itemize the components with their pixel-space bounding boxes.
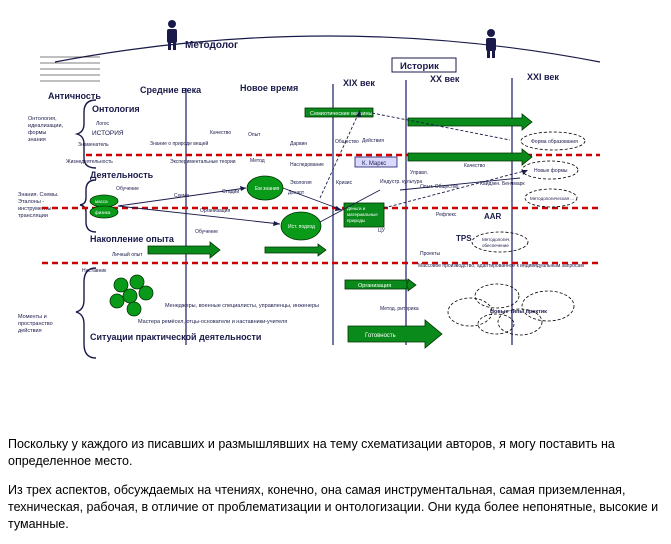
aar-label: AAR — [484, 212, 502, 221]
methods-label: Ист. подход — [288, 224, 315, 230]
svg-text:Обучение: Обучение — [116, 186, 139, 192]
person-icon — [167, 20, 177, 50]
nasled-label: Наследование — [290, 162, 324, 168]
person-icon — [486, 29, 496, 58]
methodol-support-label: Методологич. обеспечение — [482, 237, 512, 248]
schematization-diagram: Методолог Античность Средние века Новое … — [18, 20, 601, 359]
experience-arrow — [147, 241, 221, 259]
organization-box — [344, 279, 408, 290]
epoch-19th: XIX век — [343, 78, 375, 88]
epoch-21st: XXI век — [527, 72, 559, 82]
svg-text:Знание о природе вещей: Знание о природе вещей — [150, 140, 208, 147]
new-forms-label: Новые формы — [534, 168, 568, 174]
historian-box — [391, 57, 457, 73]
methodologist-arc — [54, 35, 601, 63]
svg-text:Схема: Схема — [174, 193, 189, 199]
masses-label: масса — [95, 199, 108, 204]
connector-arrows — [117, 109, 529, 225]
quality-label: Качество — [464, 163, 485, 169]
forms-education-ellipse — [520, 131, 586, 151]
ecology-label: Экология — [290, 180, 312, 186]
k-marx-box — [354, 156, 398, 168]
svg-text:Действия: Действия — [362, 137, 384, 144]
organization-label: Организация — [358, 283, 391, 289]
methodologist-figure: Методолог — [54, 20, 601, 63]
arrow-heads — [240, 110, 528, 226]
left-label-situations: Моменты и пространство действия — [18, 314, 54, 334]
green-arrow — [407, 148, 533, 166]
svg-text:Организация: Организация — [200, 208, 230, 214]
methodological-ellipse — [524, 188, 578, 208]
svg-text:Наставник: Наставник — [82, 268, 107, 274]
reflex-label: Рефлекс — [436, 212, 457, 218]
methodologist-label: Методолог — [185, 40, 238, 51]
svg-text:Качество: Качество — [210, 130, 231, 136]
kaizen-label: Кайдзен. Бенчмарк — [480, 180, 525, 187]
bracket-tools — [79, 179, 97, 233]
historian-figure — [486, 29, 496, 58]
metodolog-rhetoric-label: Метод. риторика — [380, 306, 419, 312]
row-title-situations: Ситуации практической деятельности — [90, 332, 261, 342]
svg-text:Проекты: Проекты — [420, 251, 440, 257]
green-arrow — [407, 113, 533, 131]
bracket-situations — [75, 267, 97, 359]
schema-knowledge-label: Ем знания — [255, 186, 280, 192]
svg-text:Знаменатель: Знаменатель — [78, 142, 109, 148]
industry-label: Индустр. культура — [380, 179, 422, 185]
epoch-middle-ages: Средние века — [140, 85, 202, 95]
svg-text:Опыт: Опыт — [248, 132, 261, 138]
svg-text:Метод: Метод — [250, 158, 265, 164]
row-title-experience: Накопление опыта — [90, 234, 175, 244]
schema-machines-label: Семиотические машины — [310, 111, 373, 117]
epoch-antiquity: Античность — [48, 91, 101, 101]
row-title-ontology: Онтология — [92, 104, 140, 114]
svg-text:Общество: Общество — [335, 139, 359, 145]
schema-machines-box — [304, 107, 374, 118]
readiness-label: Готовность — [365, 333, 396, 339]
svg-text:Управл.: Управл. — [410, 170, 428, 176]
methodol-support-ellipse — [471, 231, 529, 253]
svg-text:ЦУ: ЦУ — [378, 228, 386, 234]
epoch-20th: XX век — [430, 74, 460, 84]
readiness-arrow — [347, 319, 443, 349]
bracket-ontology — [74, 99, 97, 169]
svg-text:Стадии: Стадии — [222, 189, 239, 195]
svg-text:Обучение: Обучение — [195, 229, 218, 235]
svg-text:Логос: Логос — [96, 121, 110, 127]
text-cluster: Логос ИСТОРИЯ Знаменатель Знание о приро… — [66, 121, 584, 312]
legend-block — [40, 56, 100, 82]
paragraph-2: Из трех аспектов, обсуждаемых на чтениях… — [8, 483, 659, 531]
history-label: ИСТОРИЯ — [92, 130, 124, 137]
tps-label: TPS — [456, 234, 472, 243]
apparatus-label: Деньги и материальные природы — [347, 206, 379, 223]
epoch-new-time: Новое время — [240, 83, 298, 93]
svg-text:Кризис: Кризис — [336, 180, 353, 186]
row-title-activity: Деятельность — [90, 170, 154, 180]
left-label-tools: Знания. Схемы. Эталоны - инструменты тра… — [18, 192, 60, 219]
forms-education-label: Форма образования — [531, 139, 578, 145]
svg-text:Экспериментальные теории: Экспериментальные теории — [170, 159, 236, 165]
apparatus-box — [343, 202, 385, 228]
methodological-label: Методологическая ... — [530, 196, 574, 201]
paragraph-1: Поскольку у каждого из писавших и размыш… — [8, 437, 615, 468]
svg-text:Опыт. Общество: Опыт. Общество — [420, 184, 459, 190]
managers-line: Менеджеры, военные специалисты, управлен… — [165, 303, 319, 309]
historian-box-label: Историк — [400, 61, 439, 72]
methods-ellipse — [280, 211, 322, 241]
svg-text:Личный опыт: Личный опыт — [112, 251, 143, 258]
darwin-label: Дарвин — [290, 141, 307, 147]
situation-circles — [109, 274, 154, 317]
physics-ellipse — [89, 205, 119, 219]
left-label-ontology: Онтология, идеализации, формы знания — [28, 116, 65, 143]
physics-label: физика — [95, 210, 111, 215]
new-practice-label: Новые типы практик — [490, 309, 547, 315]
k-marx-label: К. Маркс — [362, 161, 386, 167]
svg-text:Жизнедеятельность: Жизнедеятельность — [66, 159, 113, 165]
green-arrow — [264, 243, 327, 257]
persons-line: Мастера ремёсел, отцы-основатели и наста… — [138, 319, 287, 325]
new-practice-cluster — [447, 283, 575, 336]
mass-production-label: Массовое производство, адаптированное к … — [418, 263, 584, 269]
